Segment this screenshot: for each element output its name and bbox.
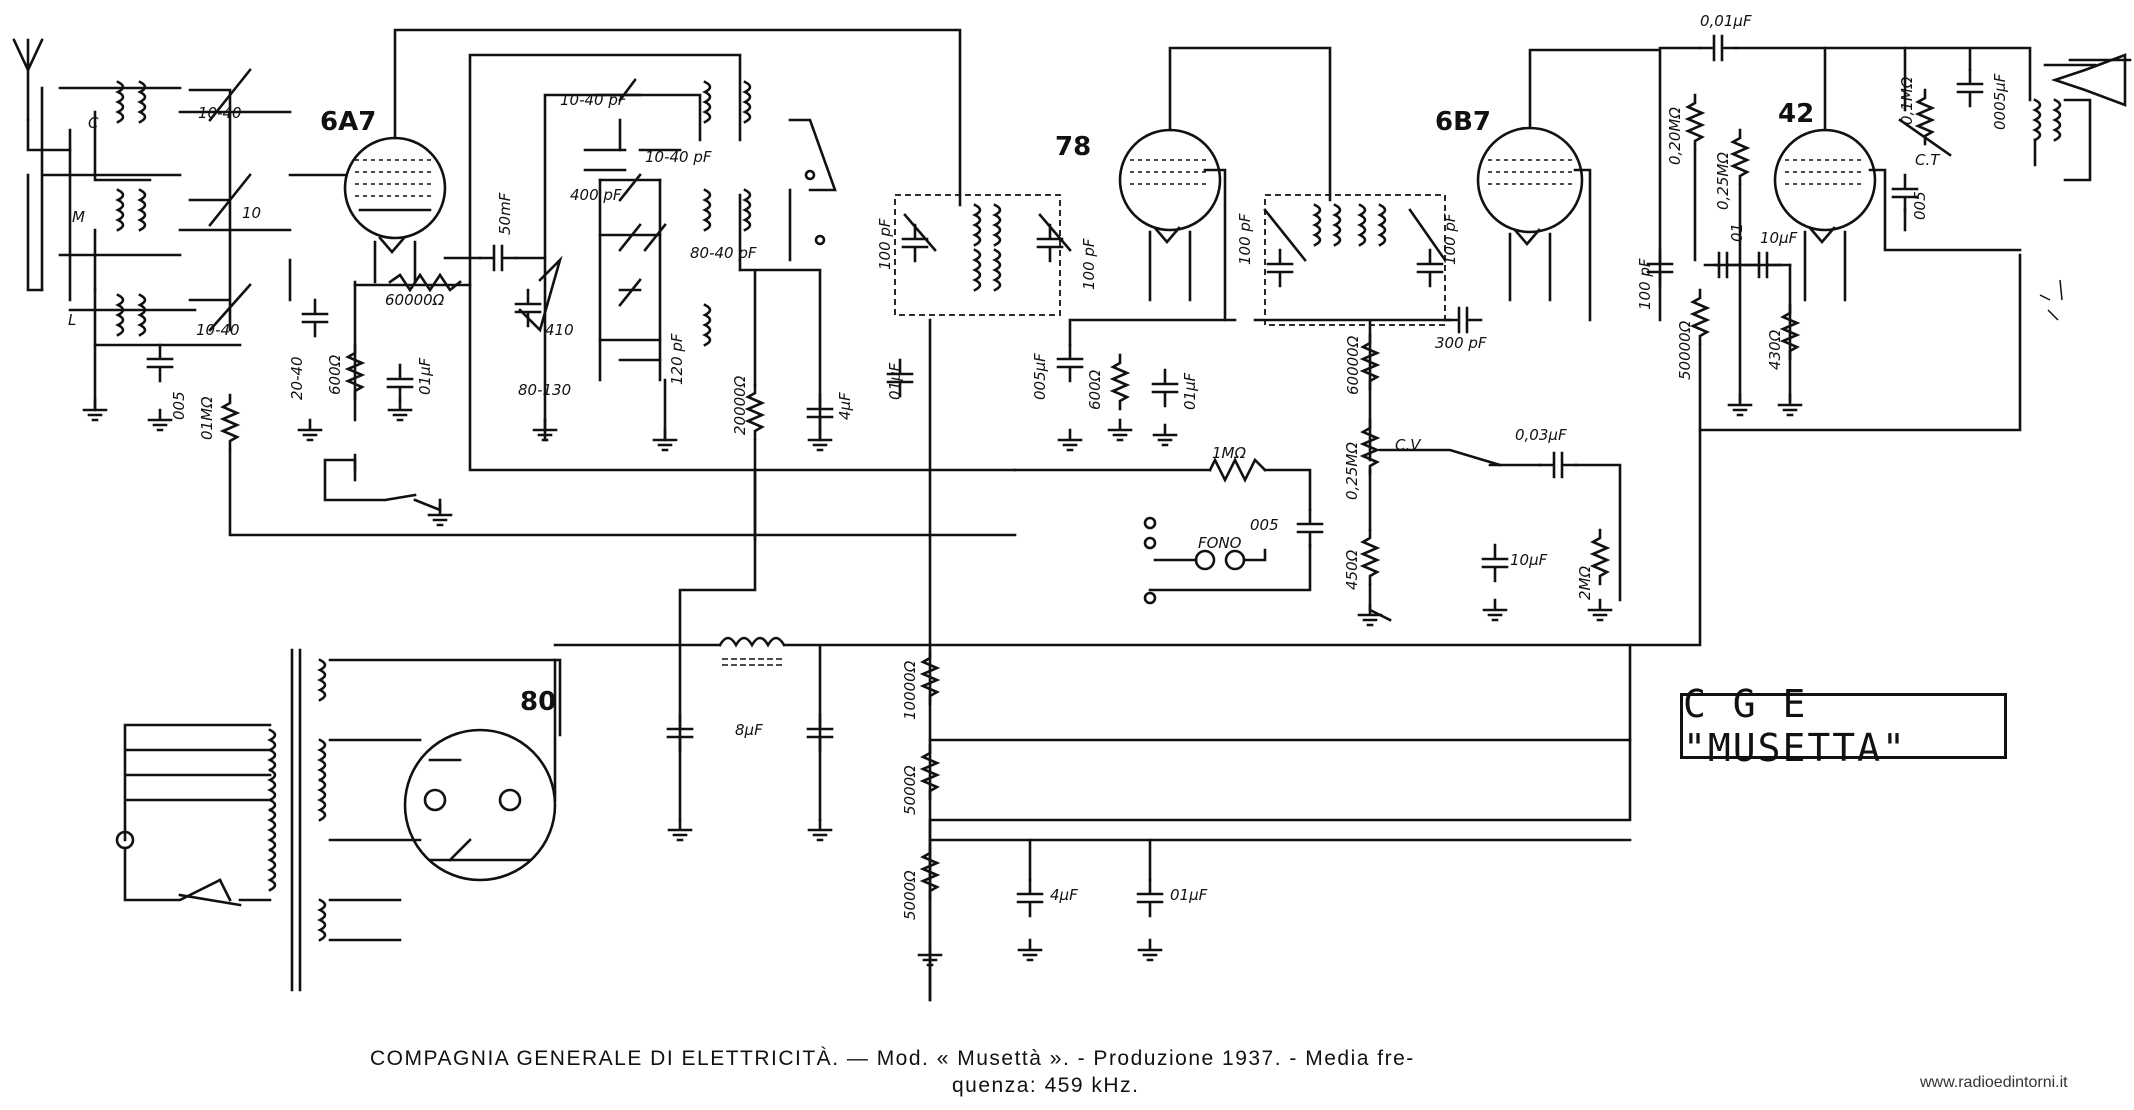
label-res-5000-b: 5000Ω [901,870,919,920]
label-res-600: 600Ω [326,354,344,395]
label-m: M [72,208,85,226]
label-cap-8040: 80-40 pF [690,244,757,262]
label-c: C [88,114,99,132]
label-trimmer-3: 10-40 [196,321,240,339]
label-res-01mb: 0,1MΩ [1898,76,1916,125]
label-cap-300: 300 pF [1435,334,1487,352]
tube-label-80: 80 [520,687,556,717]
caption-line-1: COMPAGNIA GENERALE DI ELETTRICITÀ. — Mod… [370,1047,1415,1070]
label-cap-4mf-2: 4μF [1050,886,1078,904]
label-cap-100-c: 100 pF [1236,213,1254,265]
label-cap-120: 120 pF [668,333,686,385]
tube-label-42: 42 [1778,99,1814,129]
if-transformer-1 [894,194,1072,1002]
model-title-box: C G E "MUSETTA" [1680,682,2007,770]
tube-42 [1773,46,2022,302]
label-cap-2040: 20-40 [288,356,306,400]
label-res-2ma: 2MΩ [1576,566,1594,600]
label-res-025: 0,25MΩ [1343,442,1361,500]
rf-coil-block [40,68,292,347]
label-cap-10mf-2: 10μF [1760,229,1798,247]
tube-6a7 [343,28,962,284]
label-cap-005-a: 005 [170,391,188,420]
label-res-5000-a: 5000Ω [901,765,919,815]
tube-6b7 [1476,48,1662,322]
label-cap-001: 0,01μF [1700,12,1752,30]
label-cap-100-b: 100 pF [1080,238,1098,290]
label-res-450: 450Ω [1343,549,1361,590]
tube-label-6a7: 6A7 [320,107,376,137]
watermark: www.radioedintorni.it [1920,1074,2068,1091]
label-cap-01-e: 01μF [1170,886,1208,904]
label-res-01ma: 01MΩ [198,396,216,440]
label-cap-410: 410 [545,321,574,339]
if-transformer-2 [1253,194,1452,462]
antenna-icon [12,38,44,122]
label-cap-80130: 80-130 [518,381,571,399]
label-cap-50mf: 50mF [496,192,514,235]
label-cap-01-c: 01μF [1181,372,1199,410]
label-cap-003: 0,03μF [1515,426,1567,444]
label-res-025-b: 0,25MΩ [1714,152,1732,210]
label-cap-100-d: 100 pF [1441,213,1459,265]
label-res-20000: 20000Ω [731,375,749,435]
label-cap-100-e: 100 pF [1636,258,1654,310]
tube-label-78: 78 [1055,132,1091,162]
label-cap-005-e: 005 [1911,191,1929,220]
label-res-020: 0,20MΩ [1666,107,1684,165]
diagram-caption: COMPAGNIA GENERALE DI ELETTRICITÀ. — Mod… [370,1045,1690,1099]
label-cap-400: 400 pF [570,186,622,204]
label-cap-005-b: 005μF [1031,353,1049,400]
label-ct: C.T [1915,151,1941,169]
label-trimmer-1: 10-40 [198,104,242,122]
label-fono: FONO [1198,534,1242,552]
speaker-icon [2043,53,2132,107]
tube-78 [1118,46,1332,322]
caption-line-2: quenza: 459 kHz. [952,1074,1140,1097]
mains-switch[interactable] [115,723,272,907]
label-cap-4mf: 4μF [836,392,854,420]
label-res-60000: 60000Ω [385,291,445,309]
label-res-600-b: 600Ω [1086,369,1104,410]
label-cap-0005: 0005μF [1991,73,2009,130]
label-res-430: 430Ω [1766,329,1784,370]
label-cap-8mf: 8μF [735,721,763,739]
label-cap-01-d: 01 [1728,223,1746,242]
label-res-50000: 50000Ω [1676,320,1694,380]
label-res-60000-b: 60000Ω [1344,335,1362,395]
fono-input-jack[interactable] [1143,516,1267,605]
oscillator-section [468,53,1017,542]
label-l: L [68,311,76,329]
tube-80 [403,658,557,882]
label-cap-100-a: 100 pF [876,218,894,270]
power-transformer [268,648,562,992]
label-res-1ma: 1MΩ [1212,444,1246,462]
label-cap-005-d: 005 [1250,516,1279,534]
label-res-10000: 10000Ω [901,660,919,720]
label-cap-01-a: 01μF [416,357,434,395]
label-osc-1040-b: 10-40 pF [645,148,712,166]
tube-label-6b7: 6B7 [1435,107,1491,137]
label-cap-10mf: 10μF [1510,551,1548,569]
label-osc-1040-a: 10-40 pF [560,91,627,109]
label-trimmer-2: 10 [242,204,261,222]
